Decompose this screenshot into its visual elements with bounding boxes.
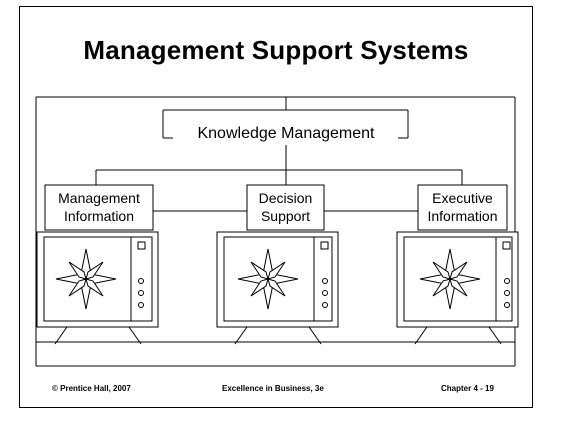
knowledge-management-label: Knowledge Management [197, 125, 375, 142]
system-label-line1: Decision [258, 190, 313, 206]
system-box-management-information [44, 184, 154, 231]
slide-title: Management Support Systems [83, 35, 469, 65]
footer-page-number: Chapter 4 - 19 [441, 384, 494, 393]
system-label-line2: Information [63, 208, 135, 224]
compass-rose-icon [419, 248, 481, 310]
system-label-line2: Information [427, 208, 498, 224]
footer-book-title: Excellence in Business, 3e [222, 384, 324, 393]
system-label-line2: Support [260, 208, 311, 224]
system-box-executive-information [417, 184, 508, 231]
compass-rose-icon [55, 248, 117, 310]
compass-rose-icon [237, 248, 299, 310]
system-label-line1: Management [58, 190, 140, 206]
footer-copyright: © Prentice Hall, 2007 [52, 384, 131, 393]
system-label-line1: Executive [432, 190, 493, 206]
system-box-decision-support [246, 184, 325, 231]
